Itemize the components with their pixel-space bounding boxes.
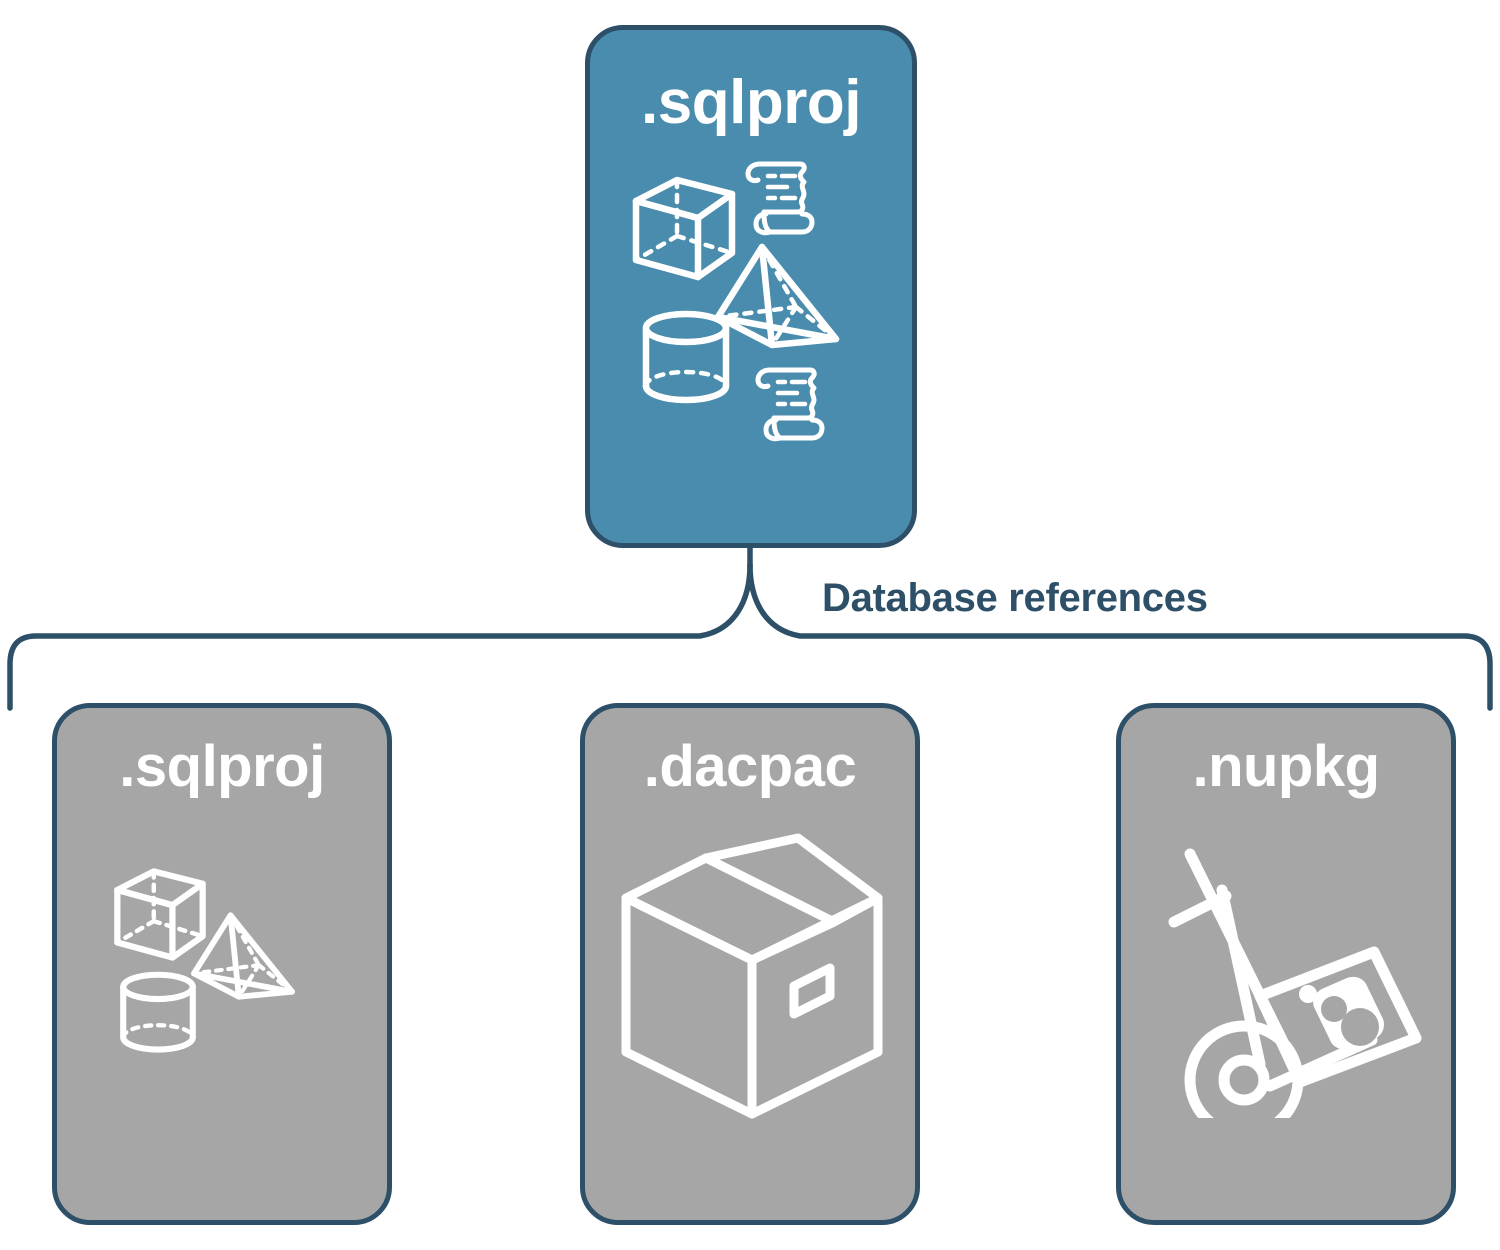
card-sqlproj-reference[interactable]: .sqlproj [52, 703, 392, 1225]
connector-label: Database references [814, 575, 1216, 621]
icon-group-top [626, 156, 876, 446]
card-title: .sqlproj [641, 68, 861, 137]
pyramid-icon [714, 243, 840, 349]
pyramid-icon [191, 912, 295, 1000]
icon-group-sqlproj [72, 804, 372, 1134]
card-nupkg-reference[interactable]: .nupkg [1116, 703, 1456, 1225]
card-sqlproj-root[interactable]: .sqlproj [585, 25, 917, 548]
scroll-icon [755, 367, 825, 442]
cylinder-icon [642, 310, 730, 404]
icon-group-dacpac [600, 804, 900, 1134]
card-title: .nupkg [1192, 734, 1380, 799]
icon-group-nupkg [1136, 804, 1436, 1134]
cube-icon [114, 868, 206, 961]
card-dacpac-reference[interactable]: .dacpac [580, 703, 920, 1225]
card-title: .dacpac [643, 734, 857, 799]
database-references-brace [7, 545, 1493, 711]
hand-truck-nuget-icon [1168, 848, 1422, 1118]
cylinder-icon [120, 971, 196, 1053]
cube-icon [632, 176, 736, 281]
card-title: .sqlproj [119, 734, 325, 799]
scroll-icon [745, 161, 815, 236]
package-box-icon [621, 833, 883, 1119]
